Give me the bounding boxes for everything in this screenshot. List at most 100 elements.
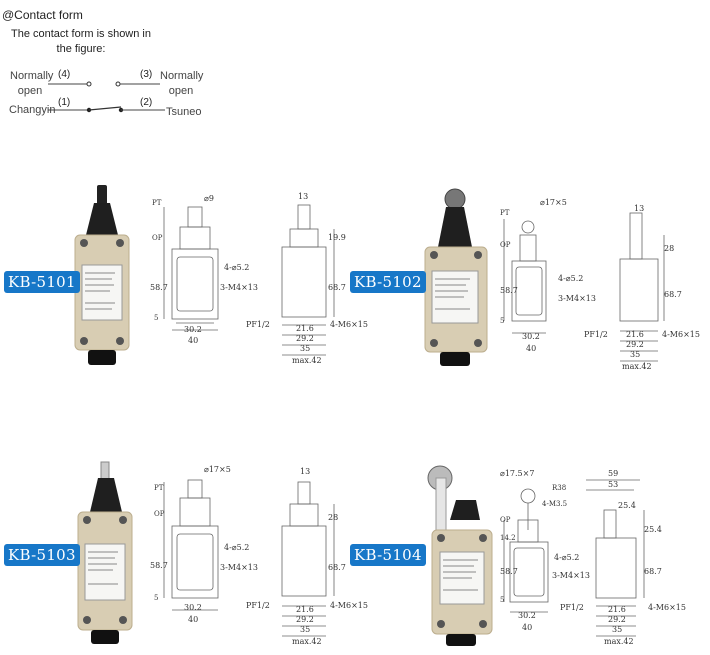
dim-height: 58.7: [150, 283, 168, 292]
dim-top: ⌀17.5×7: [500, 469, 534, 478]
dim-op: OP: [500, 241, 511, 249]
dim-side-h1: 19.9: [328, 233, 346, 242]
dim-bottom: 5: [500, 317, 504, 325]
model-badge: KB-5103: [4, 544, 80, 566]
dim-side-top1: 59: [608, 469, 618, 478]
dim-pt: PT: [500, 209, 510, 217]
dim-w1: 30.2: [518, 611, 536, 620]
dim-pt: PT: [154, 484, 164, 492]
dim-height: 58.7: [150, 561, 168, 570]
switch-photo: [424, 188, 488, 366]
dim-w1: 30.2: [184, 603, 202, 612]
dim-top: ⌀9: [204, 194, 214, 203]
dim-side-top: 13: [300, 467, 310, 476]
product-kb-5101: ⌀9 PT OP 58.7 5 4-⌀5.2 3-M4×13 30.2 40 1…: [0, 185, 368, 375]
product-kb-5103: ⌀17×5 PT OP 58.7 5 4-⌀5.2 3-M4×13 30.2 4…: [0, 460, 368, 655]
dim-w2: 40: [188, 336, 198, 345]
contact-form-diagram: [48, 81, 165, 113]
dim-op: OP: [152, 234, 163, 242]
dim-hole: 4-⌀5.2: [558, 274, 583, 283]
dim-hole: 4-⌀5.2: [554, 553, 579, 562]
dim-screw: 3-M4×13: [552, 571, 590, 580]
dim-d1: 21.6: [608, 605, 626, 614]
dim-op2: 14.2: [500, 534, 516, 542]
dim-conduit: PF1/2: [246, 601, 270, 610]
terminal-3-number: (3): [140, 69, 153, 80]
dimension-drawing: ⌀9 PT OP 58.7 5 4-⌀5.2 3-M4×13 30.2 40 1…: [150, 192, 368, 365]
contact-form-title: @Contact form: [2, 8, 83, 22]
dim-side-top: 13: [298, 192, 308, 201]
product-kb-5104: ⌀17.5×7 R38 4-M3.5 OP 14.2 58.7 5 4-⌀5.2…: [350, 460, 710, 655]
dim-w1: 30.2: [522, 332, 540, 341]
dim-op: OP: [154, 510, 165, 518]
terminal-2-number: (2): [140, 97, 153, 108]
dim-mount: 4-M6×15: [648, 603, 686, 612]
switch-photo: [427, 465, 493, 646]
dim-conduit: PF1/2: [560, 603, 584, 612]
dim-side-h2: 68.7: [644, 567, 662, 576]
terminal-1-number: (1): [58, 97, 71, 108]
dim-mount: 4-M6×15: [330, 601, 368, 610]
dim-w2: 40: [188, 615, 198, 624]
dim-side-top3: 25.4: [618, 501, 636, 510]
dim-mount: 4-M6×15: [330, 320, 368, 329]
dim-hole: 4-⌀5.2: [224, 263, 249, 272]
dim-d3: 35: [630, 350, 640, 359]
dim-w2: 40: [522, 623, 532, 632]
dim-d3: 35: [300, 625, 310, 634]
model-badge: KB-5101: [4, 271, 80, 293]
dim-side-top: 13: [634, 204, 644, 213]
dim-w2: 40: [526, 344, 536, 353]
dim-d3: 35: [612, 625, 622, 634]
dim-d1: 21.6: [296, 324, 314, 333]
dimension-drawing: ⌀17×5 PT OP 58.7 5 4-⌀5.2 3-M4×13 30.2 4…: [500, 198, 700, 371]
dim-side-top2: 53: [608, 480, 618, 489]
terminal-1-label: Changyin: [9, 104, 56, 116]
dim-side-h2: 68.7: [328, 283, 346, 292]
dim-d2: 29.2: [626, 340, 644, 349]
model-badge: KB-5104: [350, 544, 426, 566]
terminal-4-number: (4): [58, 69, 71, 80]
dim-pt: PT: [152, 199, 162, 207]
dim-height: 58.7: [500, 286, 518, 295]
dim-screw: 3-M4×13: [220, 563, 258, 572]
terminal-4-label: Normally open: [10, 70, 54, 97]
dim-screw: 3-M4×13: [558, 294, 596, 303]
dim-d4: max.42: [292, 637, 322, 646]
terminal-2-label: Tsuneo: [166, 106, 202, 118]
dim-side-h1: 28: [328, 513, 338, 522]
dim-bottom: 5: [154, 314, 158, 322]
dim-d4: max.42: [604, 637, 634, 646]
product-kb-5102: ⌀17×5 PT OP 58.7 5 4-⌀5.2 3-M4×13 30.2 4…: [350, 185, 710, 375]
dim-mount: 4-M6×15: [662, 330, 700, 339]
dim-m: 4-M3.5: [542, 500, 567, 508]
dim-d4: max.42: [292, 356, 322, 365]
dim-hole: 4-⌀5.2: [224, 543, 249, 552]
dim-d1: 21.6: [296, 605, 314, 614]
dim-top: ⌀17×5: [540, 198, 567, 207]
terminal-3-label: Normally open: [160, 70, 204, 97]
model-badge: KB-5102: [350, 271, 426, 293]
switch-photo: [77, 461, 133, 644]
dim-side-h1: 25.4: [644, 525, 662, 534]
switch-photo: [74, 185, 130, 365]
contact-form-description: The contact form is shown in the figure:: [10, 28, 151, 55]
dim-d2: 29.2: [296, 334, 314, 343]
dim-side-h1: 28: [664, 244, 674, 253]
dim-conduit: PF1/2: [584, 330, 608, 339]
dimension-drawing: ⌀17.5×7 R38 4-M3.5 OP 14.2 58.7 5 4-⌀5.2…: [500, 469, 686, 646]
dim-d4: max.42: [622, 362, 652, 371]
dim-height: 58.7: [500, 567, 518, 576]
dim-screw: 3-M4×13: [220, 283, 258, 292]
dim-side-h2: 68.7: [664, 290, 682, 299]
dimension-drawing: ⌀17×5 PT OP 58.7 5 4-⌀5.2 3-M4×13 30.2 4…: [150, 465, 368, 646]
dim-side-h2: 68.7: [328, 563, 346, 572]
dim-bottom: 5: [500, 596, 504, 604]
dim-top: ⌀17×5: [204, 465, 231, 474]
dim-d3: 35: [300, 344, 310, 353]
dim-d2: 29.2: [296, 615, 314, 624]
dim-w1: 30.2: [184, 325, 202, 334]
dim-d2: 29.2: [608, 615, 626, 624]
dim-conduit: PF1/2: [246, 320, 270, 329]
dim-op: OP: [500, 516, 511, 524]
